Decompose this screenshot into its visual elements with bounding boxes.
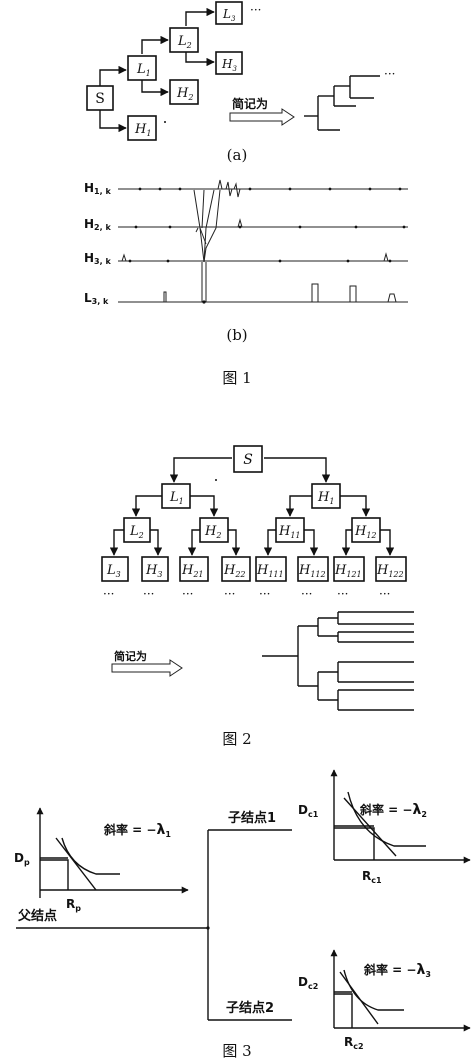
fig2-node-s xyxy=(233,445,263,473)
fig1b-caption: (b) xyxy=(226,326,247,344)
fig1a-tree-ellipsis: ··· xyxy=(384,67,395,81)
node-h2-label: H2 xyxy=(176,86,193,102)
fig1a-ellipsis: ··· xyxy=(250,3,261,17)
dp-label: Dp xyxy=(14,851,30,867)
fig2-node-h22-label: H22 xyxy=(223,563,246,579)
fig2-title: 图 2 xyxy=(222,730,251,748)
fig2-node-l2 xyxy=(123,517,151,543)
node-h2 xyxy=(169,79,199,105)
node-h3-label: H3 xyxy=(221,57,237,73)
fig2-node-h122-label: H122 xyxy=(376,563,404,579)
node-s xyxy=(86,85,114,111)
row-label-h1k: H1, k xyxy=(84,181,111,196)
fig2-dots-8: ··· xyxy=(379,587,390,601)
node-h1 xyxy=(127,115,157,141)
fig2-node-l2-label: L2 xyxy=(129,524,144,540)
fig2-dots-3: ··· xyxy=(182,587,193,601)
parent-node-label: 父结点 xyxy=(17,908,57,924)
node-s-label: S xyxy=(95,91,105,107)
fig2-node-h122 xyxy=(375,556,407,582)
fig1-title: 图 1 xyxy=(222,369,251,387)
fig2-node-h11 xyxy=(275,517,305,543)
fig2-node-l1 xyxy=(161,483,191,509)
fig2-node-h12 xyxy=(351,517,381,543)
fig1a-diagram: S L1 L2 L3 ··· H3 H2 H1 简记为 xyxy=(86,1,395,141)
child1-label: 子结点1 xyxy=(228,810,276,826)
fig2-node-h21 xyxy=(179,556,209,582)
child2-rd-plot xyxy=(330,949,471,1032)
fig3-title: 图 3 xyxy=(222,1042,251,1060)
fig1a-simplified-tree xyxy=(304,75,380,131)
rp-label: Rp xyxy=(66,897,81,913)
node-l3-label: L3 xyxy=(222,7,236,23)
slope-3: 斜率 = −λ3 xyxy=(363,962,431,979)
row-label-l3k: L3, k xyxy=(84,291,109,306)
fig2-arrow xyxy=(111,659,183,677)
fig2-node-h112-label: H112 xyxy=(298,563,326,579)
fig2-node-h111 xyxy=(255,556,287,582)
slope-1: 斜率 = −λ1 xyxy=(103,822,171,839)
fig1a-caption: (a) xyxy=(227,146,248,164)
fig2-dots-2: ··· xyxy=(143,587,154,601)
rc1-label: Rc1 xyxy=(362,869,382,885)
fig1a-arrow xyxy=(229,108,295,126)
fig2-node-h2 xyxy=(199,517,229,543)
node-l1 xyxy=(127,55,157,81)
node-l2-label: L2 xyxy=(177,34,192,50)
child1-rd-plot xyxy=(330,769,471,864)
fig1a-short-label: 简记为 xyxy=(232,96,268,111)
fig2-node-h21-label: H21 xyxy=(181,563,204,579)
dc2-label: Dc2 xyxy=(298,975,318,991)
node-l3 xyxy=(215,1,243,25)
row-label-h2k: H2, k xyxy=(84,217,111,232)
fig2-node-h1-label: H1 xyxy=(317,490,334,506)
fig2-node-l1-label: L1 xyxy=(169,490,184,506)
node-l1-label: L1 xyxy=(136,62,151,78)
node-l2 xyxy=(169,27,199,53)
fig2-dots-7: ··· xyxy=(337,587,348,601)
fig2-node-h112 xyxy=(297,556,329,582)
parent-rd-plot xyxy=(36,807,189,898)
fig2-node-h121-label: H121 xyxy=(334,563,362,579)
node-h3 xyxy=(215,51,243,75)
fig2-node-h12-label: H12 xyxy=(354,524,377,540)
fig3-diagram: Dp Rp 斜率 = −λ1 父结点 子结点1 子结点2 Dc1 Rc1 斜率 … xyxy=(14,769,471,1051)
fig2-node-l3 xyxy=(101,556,129,582)
fig2-node-h121 xyxy=(333,556,365,582)
fig1b-signals: H1, k H2, k H3, k L3, k xyxy=(84,179,408,306)
fig2-node-s-label: S xyxy=(243,452,253,468)
fig2-simplified-tree xyxy=(262,611,414,711)
child2-label: 子结点2 xyxy=(226,1000,274,1016)
fig2-node-h3 xyxy=(141,556,169,582)
fig2-dots-6: ··· xyxy=(301,587,312,601)
node-h1-label: H1 xyxy=(134,122,151,138)
dc1-label: Dc1 xyxy=(298,803,319,819)
fig2-node-l3-label: L3 xyxy=(106,563,121,579)
fig2-dots-1: ··· xyxy=(103,587,114,601)
fig2-node-h2-label: H2 xyxy=(204,524,221,540)
fig2-dots-5: ··· xyxy=(259,587,270,601)
fig2-node-h22 xyxy=(221,556,251,582)
row-label-h3k: H3, k xyxy=(84,251,111,266)
slope-2: 斜率 = −λ2 xyxy=(359,802,427,819)
fig2-node-h3-label: H3 xyxy=(145,563,162,579)
fig2-dots-4: ··· xyxy=(224,587,235,601)
rc2-label: Rc2 xyxy=(344,1035,364,1051)
fig2-node-h11-label: H11 xyxy=(278,524,301,540)
fig2-tree: S L1 H1 L2 H2 H11 H12 L3 H3 H21 H22 H111… xyxy=(101,445,407,601)
fig2-node-h1 xyxy=(311,483,341,509)
fig2-node-h111-label: H111 xyxy=(256,563,284,579)
fig2-short-label: 简记为 xyxy=(114,649,147,663)
